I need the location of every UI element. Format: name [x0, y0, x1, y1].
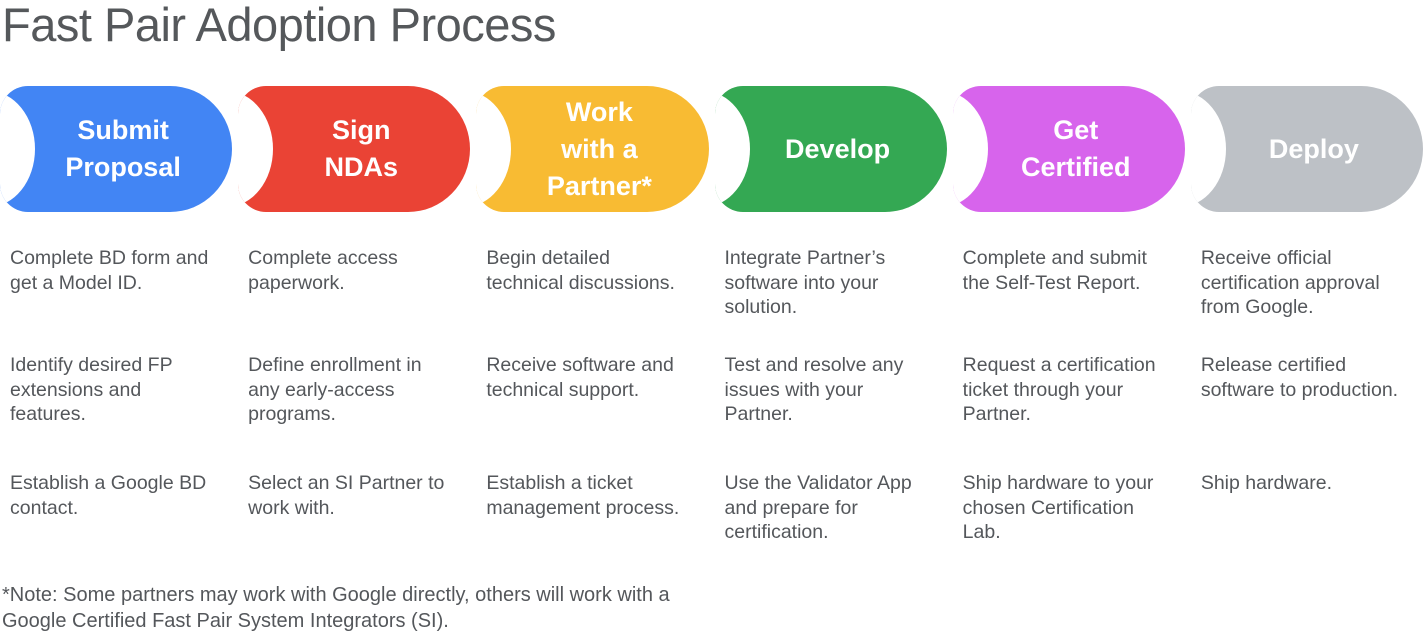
- stage-step: Define enrollment in any early-access pr…: [248, 354, 422, 425]
- stage-step: Establish a ticket management process.: [486, 472, 680, 519]
- stage-label: Submit Proposal: [65, 115, 181, 182]
- spacer: [476, 212, 708, 246]
- stage-pill-sign-ndas: Sign NDAs: [238, 86, 471, 212]
- stage-pill-work-with-partner: Work with a Partner*: [476, 86, 709, 212]
- spacer: [1191, 212, 1423, 246]
- stage-step: Complete BD form and get a Model ID.: [10, 247, 209, 294]
- stage-step: Ship hardware.: [1200, 472, 1332, 494]
- stage-step: Test and resolve any issues with your Pa…: [724, 354, 904, 425]
- page-title: Fast Pair Adoption Process: [2, 0, 556, 51]
- stage-column-deploy: Deploy Receive official certification ap…: [1190, 86, 1423, 571]
- stage-label: Deploy: [1268, 133, 1359, 164]
- stage-step: Receive software and technical support.: [486, 354, 674, 401]
- stage-pill-get-certified: Get Certified: [952, 86, 1185, 212]
- stage-pill-deploy: Deploy: [1190, 86, 1423, 212]
- stage-column-sign-ndas: Sign NDAs Complete access paperwork. Def…: [238, 86, 471, 571]
- stage-step: Complete and submit the Self-Test Report…: [962, 247, 1147, 294]
- stage-label: Get Certified: [1020, 115, 1131, 182]
- stage-step: Establish a Google BD contact.: [10, 472, 207, 519]
- stage-column-work-with-partner: Work with a Partner* Begin detailed tech…: [476, 86, 709, 571]
- stage-step: Complete access paperwork.: [248, 247, 398, 294]
- stage-step: Begin detailed technical discussions.: [486, 247, 675, 294]
- process-flow: Submit Proposal Complete BD form and get…: [0, 86, 1423, 571]
- stage-step: Release certified software to production…: [1200, 354, 1399, 401]
- stage-step: Integrate Partner’s software into your s…: [724, 247, 886, 318]
- stage-step: Ship hardware to your chosen Certificati…: [962, 472, 1154, 543]
- stage-pill-develop: Develop: [714, 86, 947, 212]
- stage-label: Develop: [785, 133, 891, 164]
- stage-step: Identify desired FP extensions and featu…: [10, 354, 173, 425]
- stage-label: Sign NDAs: [324, 115, 398, 182]
- stage-step: Request a certification ticket through y…: [962, 354, 1156, 425]
- spacer: [953, 212, 1185, 246]
- stage-column-develop: Develop Integrate Partner’s software int…: [714, 86, 947, 571]
- stage-step: Select an SI Partner to work with.: [248, 472, 445, 519]
- spacer: [0, 212, 232, 246]
- stage-step: Use the Validator App and prepare for ce…: [724, 472, 912, 543]
- spacer: [238, 212, 470, 246]
- footnote: *Note: Some partners may work with Googl…: [2, 584, 670, 632]
- stage-label: Work with a Partner*: [546, 96, 652, 201]
- stage-column-get-certified: Get Certified Complete and submit the Se…: [952, 86, 1185, 571]
- spacer: [715, 212, 947, 246]
- stage-column-submit-proposal: Submit Proposal Complete BD form and get…: [0, 86, 233, 571]
- stage-step: Receive official certification approval …: [1200, 247, 1380, 318]
- stage-pill-submit-proposal: Submit Proposal: [0, 86, 233, 212]
